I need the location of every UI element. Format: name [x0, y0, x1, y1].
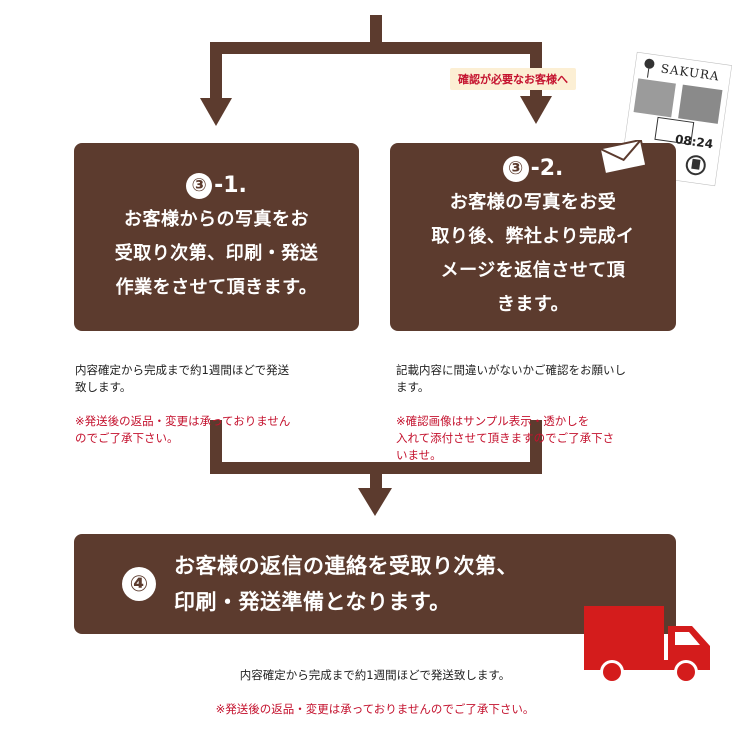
step-3-1-number: ③ [186, 173, 213, 199]
arrow-down-icon [520, 96, 552, 124]
step-3-1-suffix: -1. [214, 173, 247, 198]
step-3-2-text: お客様の写真をお受 取り後、弊社より完成イ メージを返信させて頂 きます。 [431, 192, 635, 315]
step-4-note-warning: ※発送後の返品・変更は承っておりませんのでご了承下さい。 [215, 702, 535, 716]
step-4-note: 内容確定から完成まで約1週間ほどで発送致します。 ※発送後の返品・変更は承ってお… [0, 650, 750, 718]
step-3-1-note-text: 内容確定から完成まで約1週間ほどで発送 致します。 [75, 363, 290, 394]
step-3-2-note: 記載内容に間違いがないかご確認をお願いし ます。 ※確認画像はサンプル表示・透か… [396, 345, 696, 464]
step-3-1-text: お客様からの写真をお 受取り次第、印刷・発送 作業をさせて頂きます。 [114, 209, 319, 298]
arrow-down-icon [358, 488, 392, 516]
step-4-number: ④ [122, 567, 156, 601]
truck-icon [584, 606, 710, 684]
step-3-2-note-warning: ※確認画像はサンプル表示・透かしを 入れて添付させて頂きますのでご了承下さ いま… [396, 414, 615, 462]
step-4-box: ④ お客様の返信の連絡を受取り次第、 印刷・発送準備となります。 [74, 534, 676, 634]
envelope-icon [598, 140, 648, 174]
step-3-2-note-text: 記載内容に間違いがないかご確認をお願いし ます。 [396, 363, 626, 394]
confirmation-tag: 確認が必要なお客様へ [450, 68, 576, 90]
step-3-2-suffix: -2. [530, 156, 564, 181]
step-3-2-box: ③-2. お客様の写真をお受 取り後、弊社より完成イ メージを返信させて頂 きま… [390, 143, 676, 331]
step-4-text: お客様の返信の連絡を受取り次第、 印刷・発送準備となります。 [174, 554, 518, 614]
step-3-1-box: ③-1. お客様からの写真をお 受取り次第、印刷・発送 作業をさせて頂きます。 [74, 143, 359, 331]
arrow-down-icon [200, 98, 232, 126]
step-3-1-note: 内容確定から完成まで約1週間ほどで発送 致します。 ※発送後の返品・変更は承って… [75, 345, 365, 447]
step-3-1-heading: ③-1. [186, 169, 247, 203]
step-4-note-text: 内容確定から完成まで約1週間ほどで発送致します。 [239, 668, 511, 682]
step-3-2-heading: ③-2. [502, 152, 564, 186]
step-3-2-number: ③ [502, 156, 529, 182]
step-3-1-note-warning: ※発送後の返品・変更は承っておりません のでご了承下さい。 [75, 414, 291, 445]
